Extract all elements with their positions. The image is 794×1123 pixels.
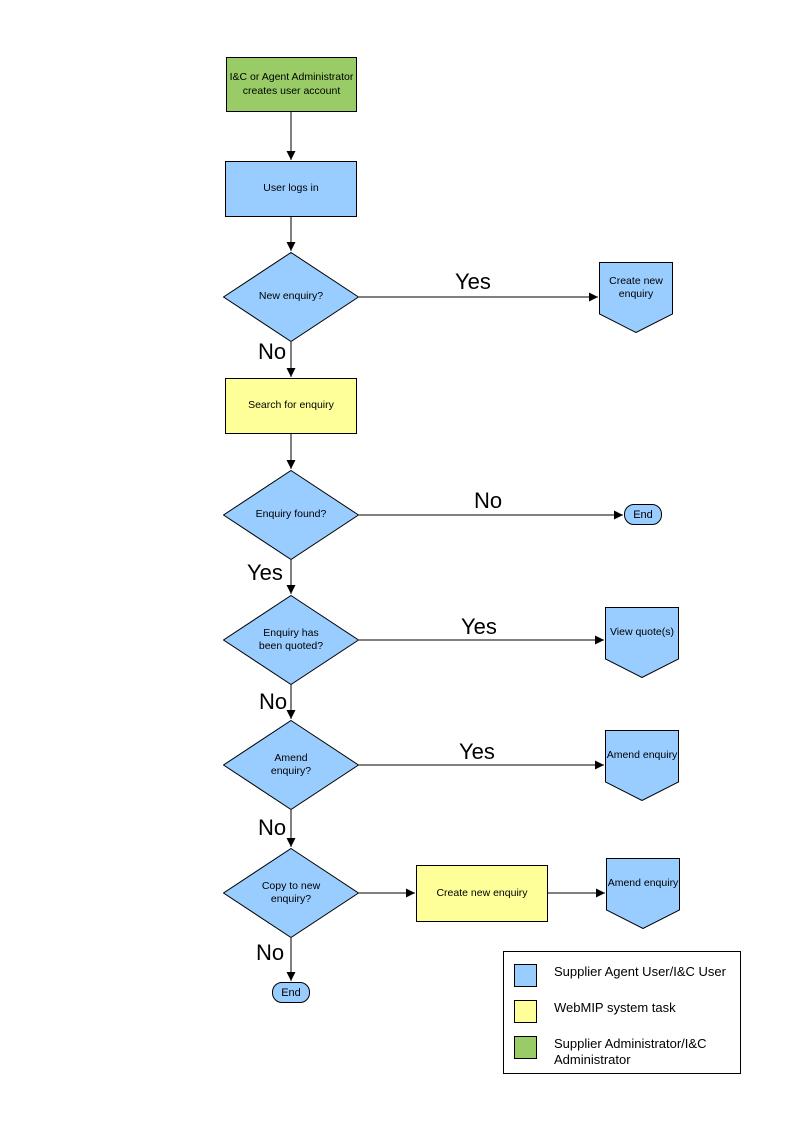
process-create-user-account-label: I&C or Agent Administrator creates user … <box>229 71 354 97</box>
task-search-for-enquiry: Search for enquiry <box>225 378 357 434</box>
diamond-shape <box>223 470 359 560</box>
legend-label-system: WebMIP system task <box>554 1000 676 1015</box>
legend-label-user: Supplier Agent User/I&C User <box>554 964 726 979</box>
terminator-end-1-label: End <box>633 508 653 521</box>
process-user-logs-in: User logs in <box>225 161 357 217</box>
legend-label-admin: Supplier Administrator/I&C Administrator <box>554 1036 707 1068</box>
decision-enquiry-found-label: Enquiry found? <box>255 508 327 521</box>
legend: Supplier Agent User/I&C User WebMIP syst… <box>503 951 741 1074</box>
process-create-user-account: I&C or Agent Administrator creates user … <box>226 57 357 112</box>
diamond-shape <box>223 848 359 938</box>
decision-amend-enquiry: Amend enquiry? <box>223 720 359 810</box>
offpage-view-quotes-label: View quote(s) <box>609 626 674 639</box>
decision-amend-enquiry-label: Amend enquiry? <box>270 751 312 777</box>
terminator-end-1: End <box>624 504 662 525</box>
decision-enquiry-quoted: Enquiry has been quoted? <box>223 595 359 685</box>
task-search-for-enquiry-label: Search for enquiry <box>248 399 334 412</box>
legend-item-user: Supplier Agent User/I&C User <box>514 964 750 987</box>
process-user-logs-in-label: User logs in <box>263 182 319 195</box>
offpage-amend-enquiry-2: Amend enquiry <box>606 858 680 929</box>
edge-label-no-new-enquiry: No <box>258 339 287 364</box>
offpage-amend-enquiry: Amend enquiry <box>605 730 679 801</box>
diamond-shape <box>223 720 359 810</box>
legend-swatch-user <box>514 964 537 987</box>
pentagon-shape <box>606 858 680 929</box>
offpage-create-new-enquiry-label: Create new enquiry <box>609 274 663 300</box>
edge-label-yes-amend-enquiry: Yes <box>459 739 495 764</box>
terminator-end-2-label: End <box>281 986 301 999</box>
edge-label-no-copy-to-new: No <box>256 940 285 965</box>
legend-item-admin: Supplier Administrator/I&C Administrator <box>514 1036 750 1069</box>
edge-label-no-amend-enquiry: No <box>258 815 287 840</box>
decision-new-enquiry: New enquiry? <box>223 252 359 342</box>
pentagon-shape <box>599 262 673 333</box>
decision-copy-to-new-enquiry-label: Copy to new enquiry? <box>261 879 321 905</box>
offpage-amend-enquiry-label: Amend enquiry <box>606 749 678 762</box>
diamond-shape <box>223 595 359 685</box>
offpage-amend-enquiry-2-label: Amend enquiry <box>607 877 679 890</box>
offpage-create-new-enquiry: Create new enquiry <box>599 262 673 333</box>
decision-enquiry-quoted-label: Enquiry has been quoted? <box>258 626 324 652</box>
edge-label-yes-enquiry-found: Yes <box>247 560 283 585</box>
edge-label-no-enquiry-quoted: No <box>259 689 288 714</box>
offpage-view-quotes: View quote(s) <box>605 607 679 678</box>
diamond-shape <box>223 252 359 342</box>
edge-label-no-enquiry-found: No <box>474 488 503 513</box>
pentagon-shape <box>605 730 679 801</box>
task-create-new-enquiry-label: Create new enquiry <box>436 886 528 899</box>
legend-item-system: WebMIP system task <box>514 1000 750 1023</box>
legend-swatch-system <box>514 1000 537 1023</box>
edge-label-yes-new-enquiry: Yes <box>455 269 491 294</box>
task-create-new-enquiry: Create new enquiry <box>416 865 548 922</box>
edge-label-yes-enquiry-quoted: Yes <box>461 614 497 639</box>
terminator-end-2: End <box>272 982 310 1003</box>
legend-swatch-admin <box>514 1036 537 1059</box>
pentagon-shape <box>605 607 679 678</box>
decision-enquiry-found: Enquiry found? <box>223 470 359 560</box>
decision-new-enquiry-label: New enquiry? <box>258 290 324 303</box>
decision-copy-to-new-enquiry: Copy to new enquiry? <box>223 848 359 938</box>
